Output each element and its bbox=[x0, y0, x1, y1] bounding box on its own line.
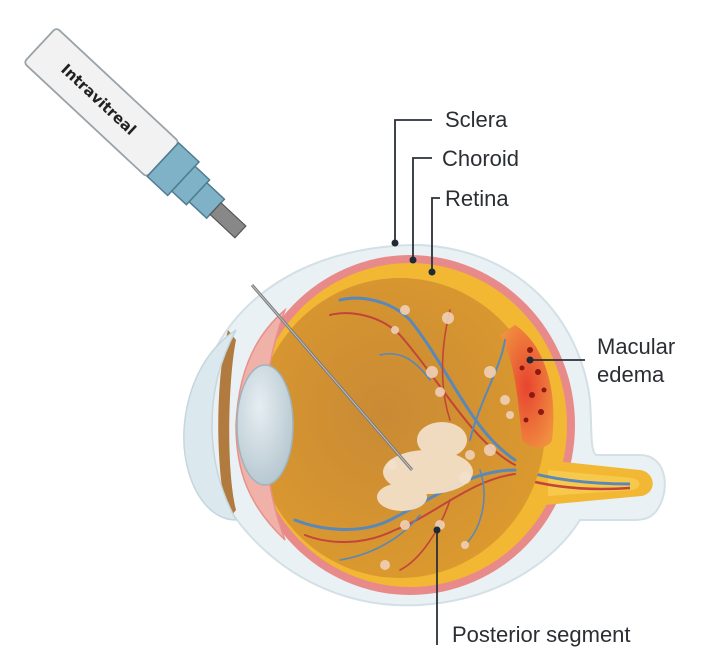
label-choroid: Choroid bbox=[442, 146, 519, 171]
lens bbox=[237, 365, 293, 485]
label-retina: Retina bbox=[445, 186, 509, 211]
vitreous-body bbox=[255, 278, 545, 578]
label-macular-edema-line1: Macular bbox=[597, 334, 675, 359]
needle-base bbox=[210, 203, 246, 238]
sclera-leader bbox=[392, 120, 433, 247]
syringe: Intravitreal bbox=[24, 27, 257, 249]
label-sclera: Sclera bbox=[445, 107, 508, 132]
label-macular-edema-line2: edema bbox=[597, 362, 665, 387]
label-posterior-segment: Posterior segment bbox=[452, 622, 631, 647]
